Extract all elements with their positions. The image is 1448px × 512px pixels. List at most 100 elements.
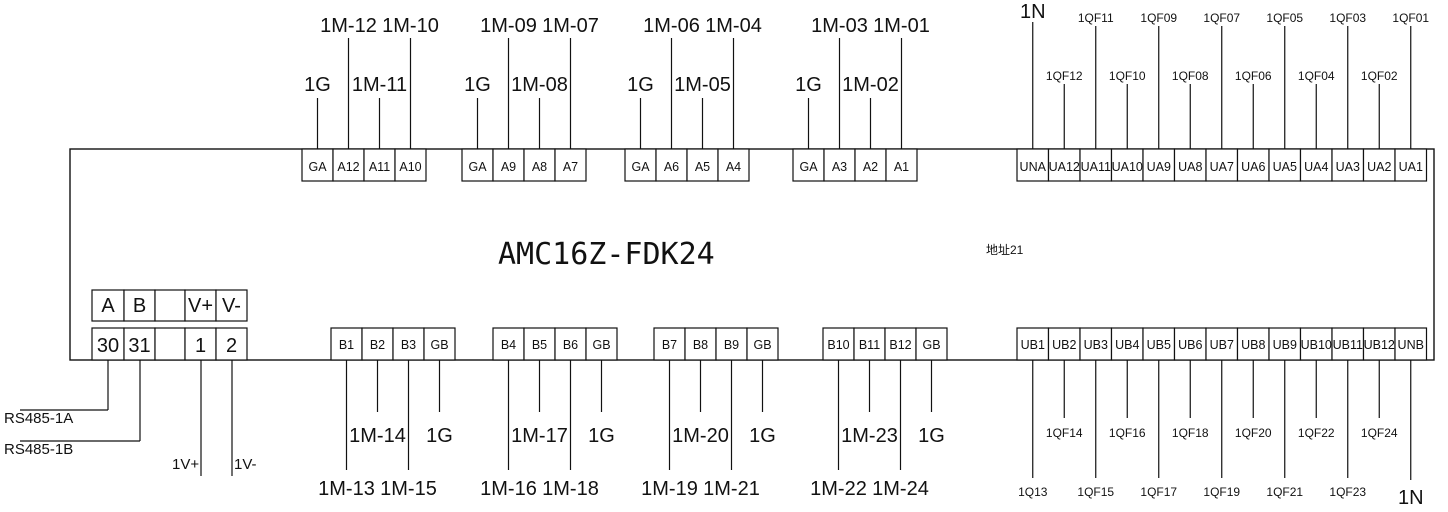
ub-terminal-label: UB12 xyxy=(1364,338,1395,352)
wire-label: 1M-18 xyxy=(542,478,599,500)
ua-terminal-box xyxy=(1205,148,1239,182)
comm-terminal-box xyxy=(215,327,248,361)
ua-wire-label: 1QF11 xyxy=(1078,11,1114,25)
ua-terminal-label: UA3 xyxy=(1336,160,1360,174)
wire-label: 1M-24 xyxy=(872,478,929,500)
ub-terminal-label: UB5 xyxy=(1147,338,1171,352)
ua-terminal-box xyxy=(1331,148,1365,182)
ub-terminal-label: UB1 xyxy=(1021,338,1045,352)
wire-label: 1G xyxy=(304,74,331,96)
comm-terminal-box xyxy=(154,289,186,322)
terminal-box xyxy=(884,327,917,361)
terminal-box xyxy=(523,148,556,182)
wire-label: 1M-14 xyxy=(349,425,406,447)
wire-label: 1M-07 xyxy=(542,15,599,37)
ua-terminal-label: UA9 xyxy=(1147,160,1171,174)
ub-wire-label: 1Q13 xyxy=(1018,485,1048,499)
ua-wire-label: 1QF09 xyxy=(1140,11,1177,25)
ua-terminal-label: UNA xyxy=(1020,160,1047,174)
ua-wire-label: 1QF06 xyxy=(1235,69,1272,83)
ua-terminal-label: UA4 xyxy=(1304,160,1328,174)
terminal-label: A8 xyxy=(532,160,547,174)
ub-terminal-box xyxy=(1047,327,1081,361)
wire-label: 1G xyxy=(918,425,945,447)
ub-terminal-label: UB2 xyxy=(1052,338,1076,352)
terminal-box xyxy=(492,148,525,182)
wire-label: 1M-20 xyxy=(672,425,729,447)
terminal-label: A7 xyxy=(563,160,578,174)
terminal-box xyxy=(684,327,717,361)
ua-terminal-label: UA2 xyxy=(1367,160,1391,174)
terminal-label: GB xyxy=(753,338,771,352)
v-plus-label: 1V+ xyxy=(172,456,199,473)
terminal-label: B12 xyxy=(889,338,911,352)
rs485-a-label: RS485-1A xyxy=(4,410,73,427)
ub-wire-label: 1QF21 xyxy=(1266,485,1303,499)
ua-terminal-label: UA1 xyxy=(1399,160,1423,174)
ub-terminal-box xyxy=(1299,327,1333,361)
module-model: AMC16Z-FDK24 xyxy=(498,237,715,272)
ub-terminal-label: UB8 xyxy=(1241,338,1265,352)
ua-wire-label: 1QF04 xyxy=(1298,69,1335,83)
ua-wire-label: 1QF08 xyxy=(1172,69,1209,83)
comm-terminal-label: 2 xyxy=(226,335,237,357)
terminal-box xyxy=(523,327,556,361)
comm-terminal-label: B xyxy=(133,295,146,317)
wire-label: 1M-04 xyxy=(705,15,762,37)
terminal-box xyxy=(392,327,425,361)
ub-terminal-box xyxy=(1331,327,1365,361)
terminal-label: B10 xyxy=(827,338,849,352)
rs485-b-label: RS485-1B xyxy=(4,441,73,458)
comm-terminal-box xyxy=(184,289,217,322)
ub-terminal-box xyxy=(1016,327,1050,361)
ua-terminal-box xyxy=(1394,148,1428,182)
terminal-label: GA xyxy=(799,160,818,174)
ua-wire-label: 1QF12 xyxy=(1046,69,1083,83)
terminal-label: A4 xyxy=(726,160,741,174)
ub-terminal-box xyxy=(1236,327,1270,361)
ub-wire-label: 1QF18 xyxy=(1172,426,1209,440)
terminal-label: B7 xyxy=(662,338,677,352)
ua-terminal-label: UA12 xyxy=(1049,160,1080,174)
terminal-label: B3 xyxy=(401,338,416,352)
ua-wire-label: 1QF03 xyxy=(1329,11,1366,25)
terminal-box xyxy=(554,327,587,361)
module-address: 地址21 xyxy=(986,243,1024,257)
wire-label: 1G xyxy=(464,74,491,96)
ub-terminal-label: UB6 xyxy=(1178,338,1202,352)
comm-terminal-box xyxy=(91,289,125,322)
comm-terminal-label: 30 xyxy=(97,335,119,357)
terminal-box xyxy=(423,327,456,361)
comm-terminal-box xyxy=(215,289,248,322)
ua-terminal-label: UA10 xyxy=(1112,160,1143,174)
wire-label: 1M-08 xyxy=(511,74,568,96)
terminal-box xyxy=(330,327,363,361)
ub-terminal-box xyxy=(1394,327,1428,361)
comm-terminal-box xyxy=(154,327,186,361)
terminal-box xyxy=(822,327,855,361)
wire-label: 1M-01 xyxy=(873,15,930,37)
terminal-label: A5 xyxy=(695,160,710,174)
ua-terminal-label: UA5 xyxy=(1273,160,1297,174)
ua-wire-label: 1QF01 xyxy=(1392,11,1429,25)
wire-label: 1G xyxy=(795,74,822,96)
comm-terminal-label: 1 xyxy=(195,335,206,357)
wire-label: 1M-05 xyxy=(674,74,731,96)
ua-terminal-box xyxy=(1047,148,1081,182)
ua-terminal-box xyxy=(1268,148,1302,182)
ua-terminal-label: UA6 xyxy=(1241,160,1265,174)
terminal-label: GB xyxy=(592,338,610,352)
terminal-label: B9 xyxy=(724,338,739,352)
ub-wire-label: 1QF24 xyxy=(1361,426,1398,440)
terminal-label: A6 xyxy=(664,160,679,174)
terminal-label: A3 xyxy=(832,160,847,174)
terminal-label: GA xyxy=(308,160,327,174)
ua-terminal-label: UA7 xyxy=(1210,160,1234,174)
terminal-label: A2 xyxy=(863,160,878,174)
comm-terminal-label: 31 xyxy=(128,335,150,357)
comm-terminal-label: V- xyxy=(222,295,241,317)
wire-label: 1M-13 xyxy=(318,478,375,500)
v-minus-label: 1V- xyxy=(234,456,257,473)
ub-terminal-label: UB7 xyxy=(1210,338,1234,352)
